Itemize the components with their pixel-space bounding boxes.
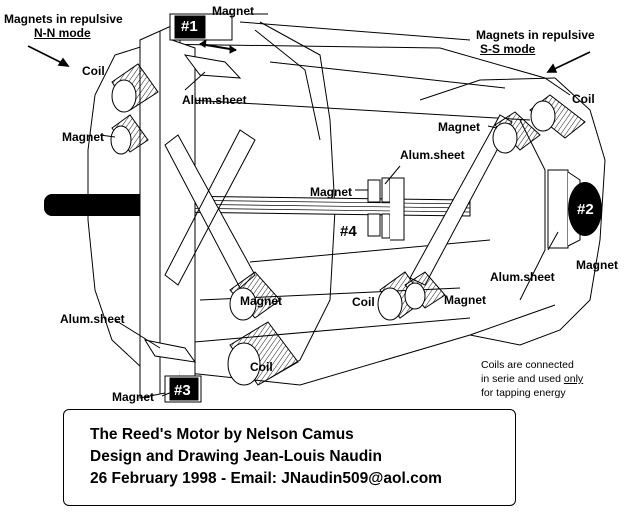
- credit-designer: Design and Drawing Jean-Louis Naudin: [90, 448, 382, 465]
- label-magnet-left: Magnet: [62, 130, 104, 144]
- label-coil-right: Coil: [572, 92, 595, 106]
- magnet-2: [568, 182, 602, 236]
- drum-left-cap: [87, 43, 151, 369]
- label-magnet-bottom: Magnet: [112, 390, 154, 404]
- credit-date-email: 26 February 1998 - Email: JNaudin509@aol…: [90, 470, 442, 487]
- magnet-lower-mid: [229, 271, 281, 321]
- coils-note-line3: for tapping energy: [481, 387, 566, 399]
- marker-2: #2: [577, 201, 594, 218]
- drum-top-edge: [149, 43, 571, 96]
- magnet-right-upper: [492, 111, 541, 154]
- label-coil-bottom: Coil: [250, 360, 273, 374]
- label-magnet-right-upper: Magnet: [438, 120, 480, 134]
- coil-right: [529, 94, 586, 139]
- pointer-arrows: [27, 13, 591, 73]
- alum-sheet-top: [183, 54, 242, 79]
- marker-3: #3: [174, 382, 191, 399]
- label-coil-lower-mid: Coil: [352, 295, 375, 309]
- magnet-lower-right: [404, 271, 446, 310]
- magnet-3-block: [164, 375, 202, 403]
- coils-note: Coils are connected in serie and used on…: [481, 358, 621, 400]
- label-magnet-lower-right: Magnet: [444, 293, 486, 307]
- coils-note-line1: Coils are connected: [481, 359, 574, 371]
- label-coil-left: Coil: [82, 64, 105, 78]
- credits-box: The Reed's Motor by Nelson Camus Design …: [63, 409, 516, 506]
- credit-title: The Reed's Motor by Nelson Camus: [90, 426, 354, 443]
- nn-mode-label-line2: N-N mode: [34, 26, 91, 40]
- label-alum-sheet-top: Alum.sheet: [182, 93, 247, 107]
- coils-note-emph: only: [563, 373, 584, 385]
- ss-mode-label-line1: Magnets in repulsive: [476, 28, 595, 42]
- label-magnet-top: Magnet: [212, 4, 254, 18]
- label-alum-sheet-bottom: Alum.sheet: [60, 312, 125, 326]
- leader-lines: [99, 71, 559, 397]
- label-magnet-right: Magnet: [576, 258, 618, 272]
- struts: [164, 114, 513, 289]
- alum-sheet-bottom: [143, 339, 197, 363]
- drum-right-end: [469, 77, 606, 346]
- magnet-left: [110, 114, 149, 155]
- marker-4: #4: [340, 223, 357, 240]
- coil-bottom: [227, 321, 299, 386]
- drum-bottom-edge: [141, 304, 556, 386]
- marker-1: #1: [181, 18, 198, 35]
- label-alum-sheet-right: Alum.sheet: [490, 270, 555, 284]
- label-alum-sheet-center: Alum.sheet: [400, 148, 465, 162]
- label-magnet-axle: Magnet: [310, 185, 352, 199]
- label-magnet-lower-mid: Magnet: [240, 294, 282, 308]
- coils-note-line2: in serie and used only: [481, 373, 584, 385]
- nn-mode-label-line1: Magnets in repulsive: [4, 12, 123, 26]
- center-mount: [367, 177, 405, 241]
- axle: [44, 194, 471, 217]
- magnet-1-block: [169, 13, 237, 54]
- ss-mode-label-line2: S-S mode: [480, 42, 536, 56]
- coil-left-top: [111, 63, 159, 113]
